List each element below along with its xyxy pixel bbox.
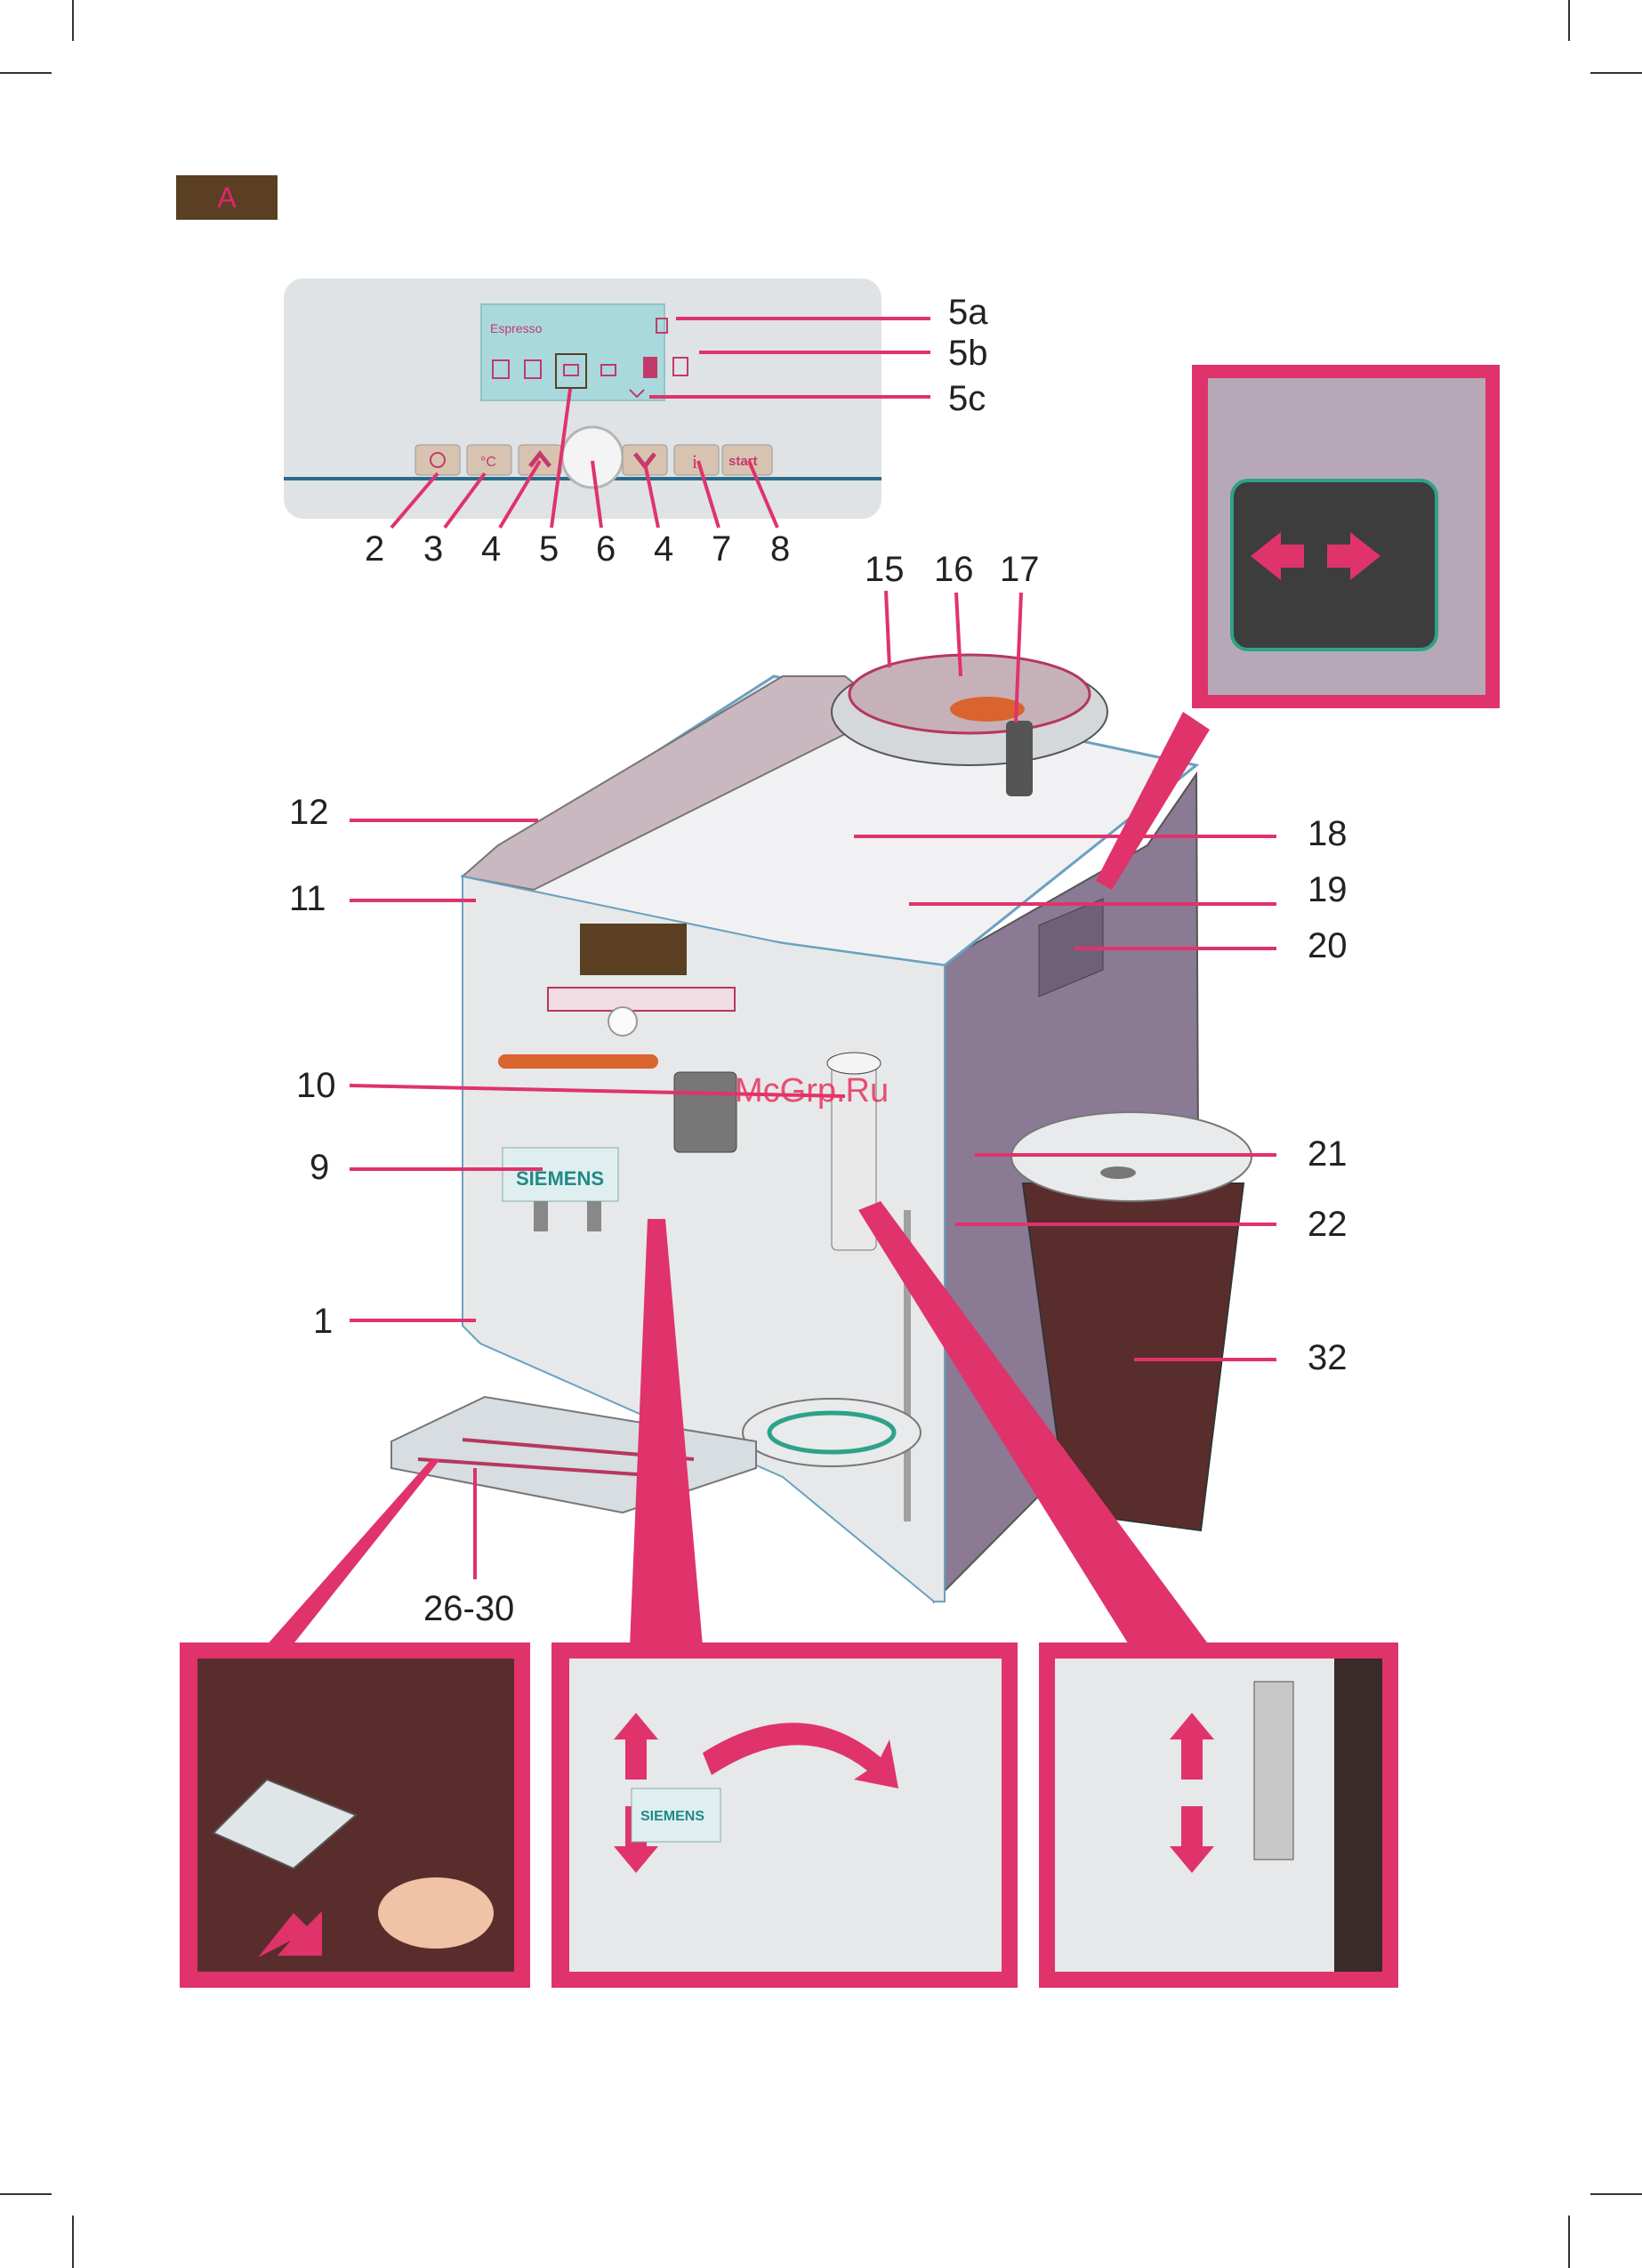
power-button[interactable] — [415, 445, 460, 475]
label-20: 20 — [1308, 928, 1348, 964]
label-1: 1 — [313, 1303, 333, 1339]
display-screen — [481, 304, 664, 400]
label-2: 2 — [365, 531, 384, 567]
front-display — [580, 924, 687, 975]
label-9: 9 — [310, 1150, 329, 1185]
label-15: 15 — [865, 552, 905, 587]
control-panel: Espresso °C i — [284, 278, 930, 528]
inset-right — [1055, 1659, 1382, 1972]
rotary-knob[interactable] — [562, 427, 623, 488]
grinder-knob — [1006, 721, 1033, 796]
label-16: 16 — [934, 552, 974, 587]
label-8: 8 — [770, 531, 790, 567]
coffee-slot — [498, 1054, 658, 1069]
inset-brand-text: SIEMENS — [640, 1809, 704, 1824]
watermark: McGrp.Ru — [735, 1072, 889, 1110]
hopper-lid — [849, 655, 1090, 733]
label-5c: 5c — [948, 381, 986, 416]
label-32: 32 — [1308, 1340, 1348, 1376]
label-22: 22 — [1308, 1207, 1348, 1242]
label-11: 11 — [289, 881, 326, 916]
label-18: 18 — [1308, 816, 1348, 852]
front-knob — [608, 1007, 637, 1036]
label-4-down: 4 — [654, 531, 673, 567]
label-4-up: 4 — [481, 531, 501, 567]
label-3: 3 — [423, 531, 443, 567]
label-7: 7 — [712, 531, 731, 567]
label-5: 5 — [539, 531, 559, 567]
temperature-label: °C — [480, 455, 496, 470]
label-12: 12 — [289, 795, 329, 830]
coffee-dispenser-spout — [674, 1072, 736, 1152]
label-6: 6 — [596, 531, 616, 567]
label-19: 19 — [1308, 872, 1348, 908]
up-button[interactable] — [519, 445, 561, 475]
label-21: 21 — [1308, 1136, 1348, 1172]
label-10: 10 — [296, 1068, 336, 1103]
label-26-30: 26-30 — [423, 1591, 514, 1626]
hand-image — [378, 1877, 494, 1949]
beam-left — [258, 1459, 440, 1655]
front-buttons — [548, 988, 735, 1011]
label-5b: 5b — [948, 335, 988, 371]
coffee-machine: SIEMENS — [391, 655, 1252, 1602]
label-5a: 5a — [948, 295, 988, 330]
frother-closeup — [1254, 1682, 1293, 1860]
info-icon: i — [692, 450, 697, 472]
display-program-text: Espresso — [490, 321, 543, 335]
label-17: 17 — [1000, 552, 1040, 587]
